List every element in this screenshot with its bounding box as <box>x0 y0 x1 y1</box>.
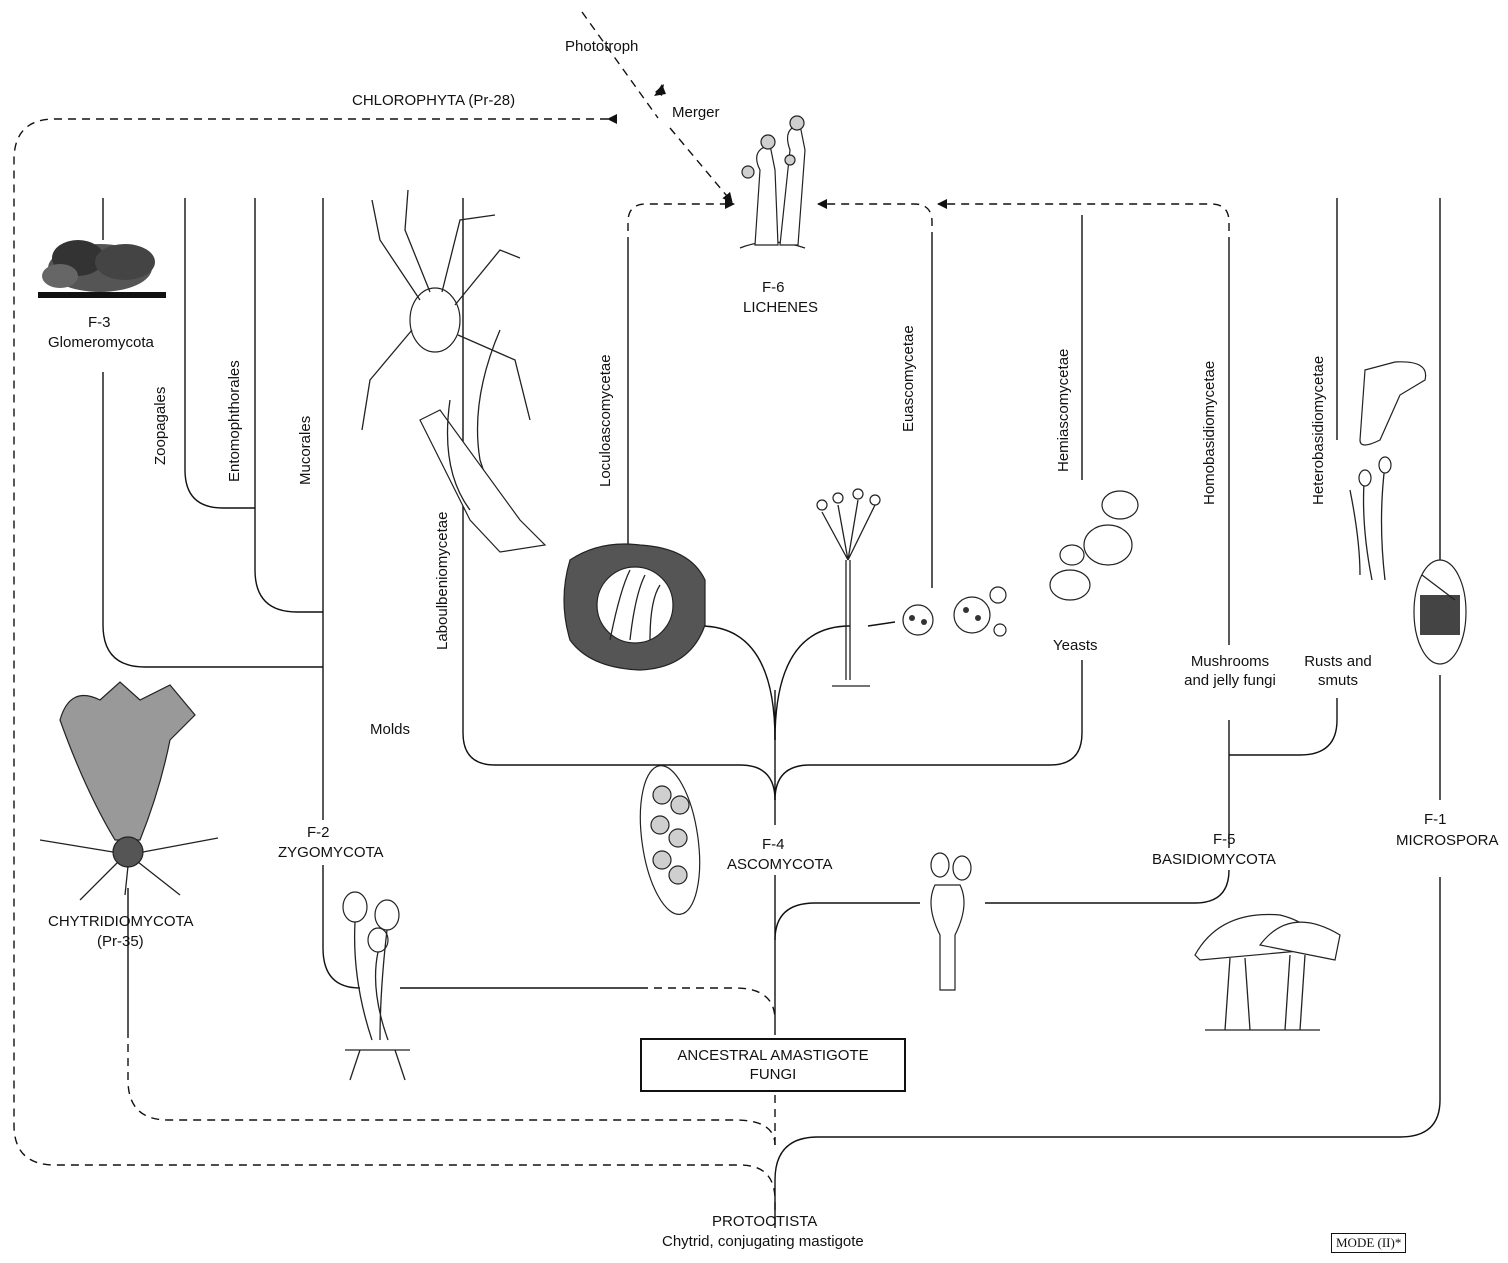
euasco-cells-illustration <box>902 586 1007 637</box>
zoopagales-label: Zoopagales <box>152 386 169 465</box>
loculo-lichen-dash <box>627 199 735 245</box>
heterobasidiomycetae-label: Heterobasidiomycetae <box>1310 355 1327 505</box>
f2-label: F-2 <box>307 824 330 841</box>
f1-label: F-1 <box>1424 811 1447 828</box>
laboulbenio-illustration <box>361 189 547 553</box>
asco-fan-eu <box>774 625 851 741</box>
f3-label: F-3 <box>88 314 111 331</box>
mucorales-label: Mucorales <box>297 415 314 485</box>
pr35-label: (Pr-35) <box>97 933 144 950</box>
eu-lichen-dash <box>817 199 933 240</box>
lichen-illustration <box>739 115 806 249</box>
glomeromycota-illustration <box>38 240 166 298</box>
phototroph-arrow-line <box>581 11 659 119</box>
f4-label: F-4 <box>762 836 785 853</box>
asco-fan-left <box>462 198 776 801</box>
protoctista-label: PROTOCTISTA <box>712 1213 818 1230</box>
hemiascomycetae-label: Hemiascomycetae <box>1055 348 1072 472</box>
microspora-label: MICROSPORA <box>1396 832 1499 849</box>
ascomycota-label: ASCOMYCOTA <box>727 856 833 873</box>
trunk-line <box>774 877 1441 1228</box>
zygo-illustration <box>342 891 410 1081</box>
microspora-illustration <box>1413 559 1467 665</box>
zygo-dash <box>640 987 776 1021</box>
f5-label: F-5 <box>1213 831 1236 848</box>
basidiomycota-label: BASIDIOMYCOTA <box>1152 851 1276 868</box>
glomeromycota-label: Glomeromycota <box>48 334 154 351</box>
glomero-branch <box>102 372 323 668</box>
chytridiomycota-label: CHYTRIDIOMYCOTA <box>48 913 194 930</box>
basidio-branch-right <box>985 869 1230 904</box>
yeasts-label: Yeasts <box>1053 637 1098 654</box>
f6-label: F-6 <box>762 279 785 296</box>
rusts-label: Rusts and smuts <box>1304 653 1372 689</box>
heterobasidio-illustration <box>1349 361 1427 581</box>
yeast-illustration <box>1049 490 1139 601</box>
zygomycota-label: ZYGOMYCOTA <box>278 844 384 861</box>
asco-fan-loculo <box>699 625 776 741</box>
entomophthorales-label: Entomophthorales <box>226 360 243 482</box>
chlorophyta-label: CHLOROPHYTA (Pr-28) <box>352 92 516 109</box>
ancestral-box: ANCESTRAL AMASTIGOTE FUNGI <box>640 1038 906 1092</box>
chytrid-dash <box>127 1030 776 1146</box>
phototroph-label: Phototroph <box>565 38 639 55</box>
ascus-illustration <box>639 765 701 915</box>
loculoascomycetae-label: Loculoascomycetae <box>597 354 614 487</box>
euasco-illustration <box>816 488 881 687</box>
phototroph-arrowhead <box>658 93 670 118</box>
merger-label: Merger <box>672 104 720 121</box>
homo-lichen-dash <box>937 199 1230 245</box>
loculo-illustration <box>563 543 706 671</box>
chlorophyta-arrow-line <box>13 114 776 1228</box>
basidio-branch <box>774 902 920 941</box>
zygo-lower <box>322 865 361 989</box>
merger-arrow-line <box>669 127 733 203</box>
eu-to-lichen <box>867 621 896 627</box>
homobasidiomycetae-label: Homobasidiomycetae <box>1201 360 1218 505</box>
zoopagales-branch <box>184 198 255 509</box>
mushrooms-label: Mushrooms and jelly fungi <box>1184 653 1276 689</box>
mode-badge: MODE (II)* <box>1331 1233 1407 1253</box>
rusts-branch <box>1229 698 1338 756</box>
mushroom-illustration <box>1194 913 1341 1031</box>
ancestral-line-2: FUNGI <box>749 1066 797 1083</box>
molds-label: Molds <box>370 721 411 738</box>
mucorales-branch <box>254 198 323 613</box>
lichenes-label: LICHENES <box>743 299 819 316</box>
ancestral-line-1: ANCESTRAL AMASTIGOTE <box>677 1047 869 1064</box>
asco-fan-yeast <box>774 660 1083 801</box>
protoctista-sub-label: Chytrid, conjugating mastigote <box>662 1233 864 1250</box>
phototroph-arrowhead-small <box>655 84 664 96</box>
euascomycetae-label: Euascomycetae <box>900 325 917 432</box>
chytrid-illustration <box>39 681 219 901</box>
basidium-illustration <box>930 852 972 991</box>
laboulbeniomycetae-label: Laboulbeniomycetae <box>434 511 451 650</box>
